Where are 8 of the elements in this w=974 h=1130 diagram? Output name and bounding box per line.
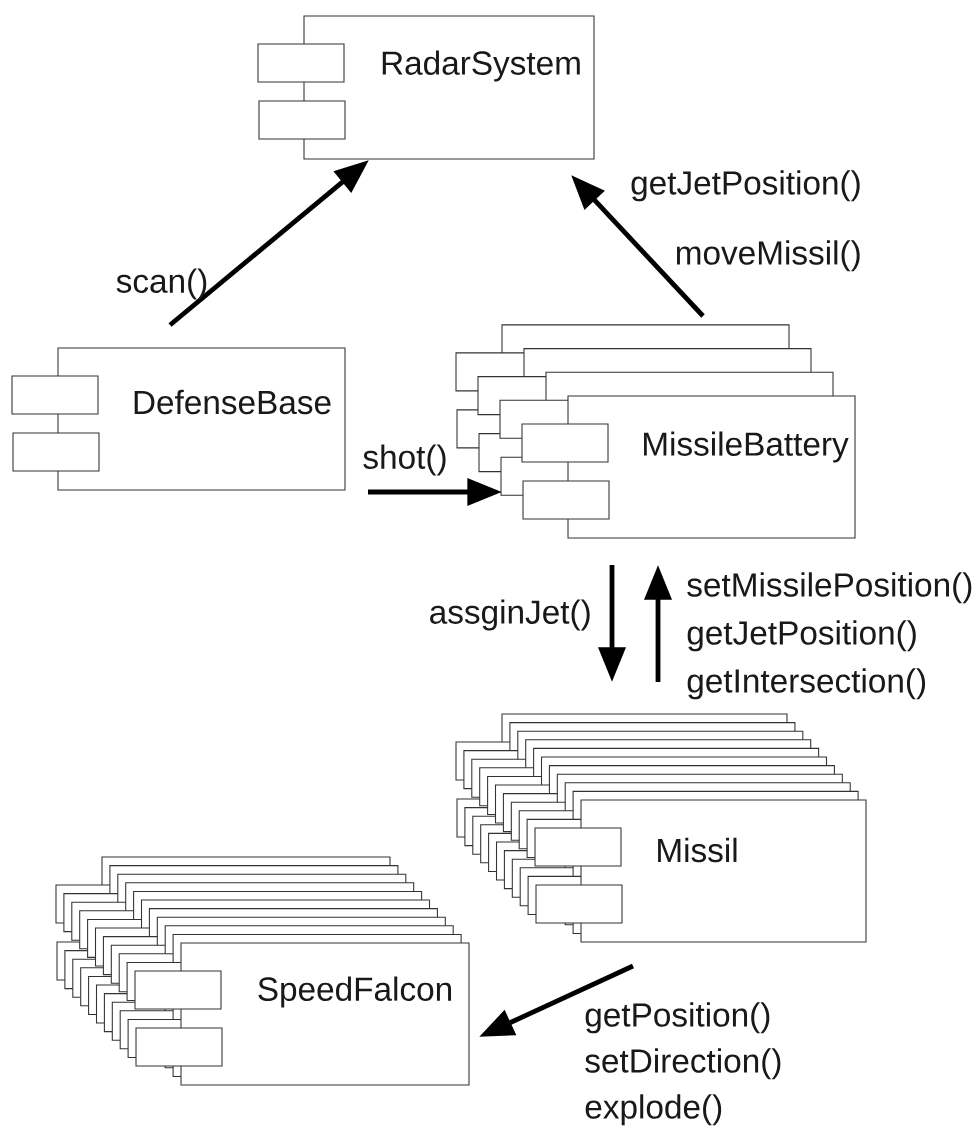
edge-label: getJetPosition() moveMissil()	[631, 170, 860, 272]
edge-label: setMissilePosition() getJetPosition() getIntersection()	[687, 572, 972, 700]
component-box: RadarSystem	[257, 15, 595, 160]
edge-label: scan()	[116, 268, 207, 300]
edge-label: shot()	[363, 444, 446, 476]
edge-label: getPosition() setDirection() explode()	[585, 1002, 781, 1126]
component-box: DefenseBase	[11, 347, 346, 491]
edge-label: assginJet()	[430, 599, 590, 631]
